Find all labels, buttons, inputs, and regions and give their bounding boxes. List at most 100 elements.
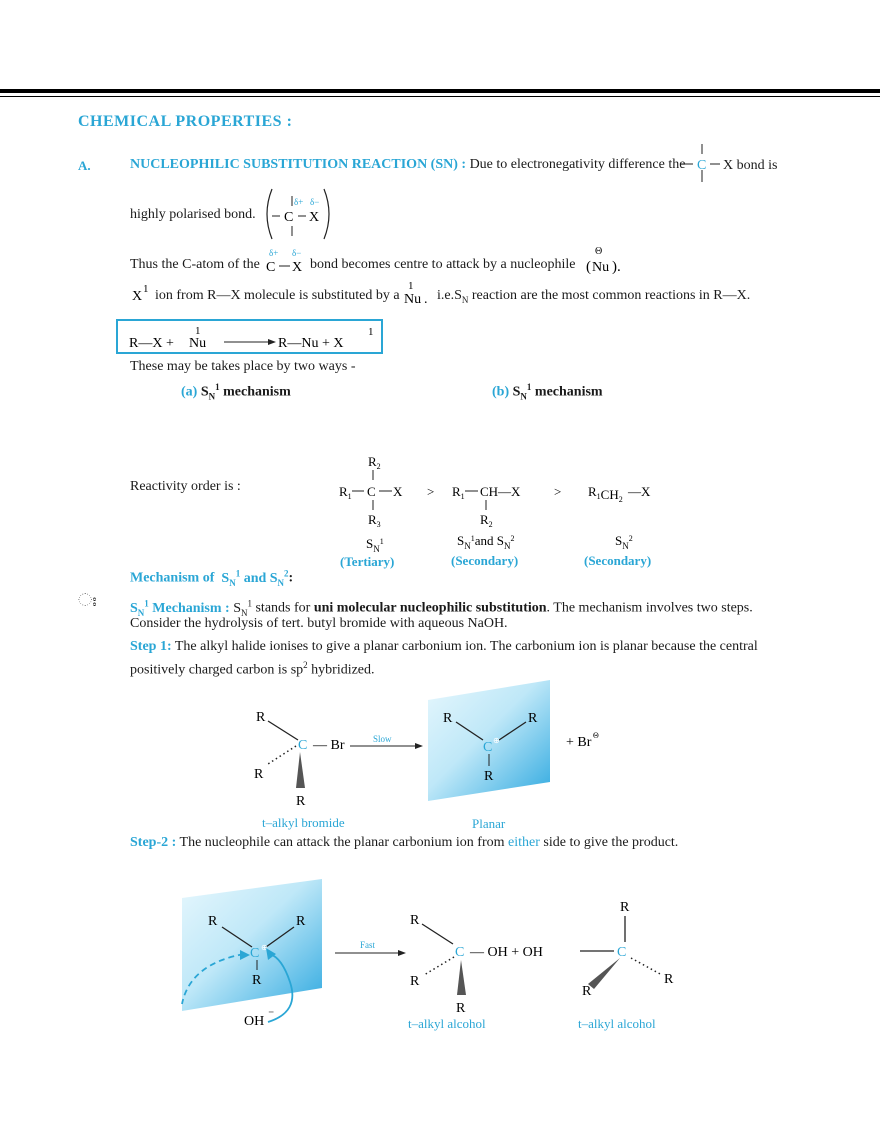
svg-text:R: R — [582, 984, 592, 999]
svg-text:⊕: ⊕ — [261, 943, 268, 952]
svg-text:R: R — [528, 711, 538, 726]
svg-text:Nu: Nu — [189, 336, 206, 350]
svg-text:R: R — [256, 710, 266, 725]
top-rule-thin — [0, 96, 880, 97]
reactivity-order-diagram: R2 R1 C X R3 > R1 CH—X R2 > R1CH2 —X SN1… — [339, 454, 651, 569]
reaction-equation: R—X + 1 Nu R—Nu + X 1 — [129, 325, 374, 350]
svg-text:R: R — [254, 767, 264, 782]
svg-text:X: X — [292, 260, 302, 275]
svg-text:Fast: Fast — [360, 940, 376, 950]
c-atom: C — [697, 158, 706, 173]
svg-text:OH: OH — [244, 1014, 264, 1029]
section-a-text: Due to electronegativity difference the — [469, 157, 686, 172]
svg-text:X: X — [132, 289, 142, 304]
svg-text:R2: R2 — [480, 512, 493, 529]
svg-text:X: X — [309, 210, 319, 225]
svg-text:Slow: Slow — [373, 734, 392, 744]
section-letter: A. — [78, 158, 91, 173]
svg-text:>: > — [554, 484, 561, 499]
svg-text:⊕: ⊕ — [493, 736, 500, 745]
svg-text:R: R — [620, 900, 630, 915]
svg-text:SN1and SN2: SN1and SN2 — [457, 533, 514, 551]
svg-text:R: R — [252, 973, 262, 988]
nucleophilic-attack-diagram: R R C ⊕ R OH ⁻ Fast R C — OH + OH R R t–… — [181, 879, 674, 1031]
svg-text:1: 1 — [143, 283, 149, 295]
svg-text:R: R — [296, 914, 306, 929]
svg-text:1: 1 — [368, 326, 374, 338]
svg-text:δ+: δ+ — [269, 248, 278, 258]
svg-text:(Tertiary): (Tertiary) — [340, 554, 394, 569]
svg-text:R: R — [484, 769, 494, 784]
svg-text:R: R — [296, 794, 306, 809]
svg-text:R1CH2: R1CH2 — [588, 484, 623, 504]
svg-text:R: R — [443, 711, 453, 726]
step1-text: Step 1: The alkyl halide ionises to give… — [130, 639, 758, 654]
polar-cx-glyph: δ+ δ− C X — [266, 248, 302, 275]
svg-text:R: R — [664, 972, 674, 987]
svg-text:Θ: Θ — [595, 246, 602, 257]
nu1-glyph: 1 Nu . — [404, 280, 428, 306]
svg-text:R—X +: R—X + — [129, 336, 174, 350]
svg-text:R—Nu + X: R—Nu + X — [278, 336, 343, 350]
svg-text:.: . — [424, 292, 428, 306]
two-ways-text: These may be takes place by two ways - — [130, 359, 356, 374]
cx-bond-glyph: C X bond is — [680, 144, 777, 182]
top-rule-thick — [0, 89, 880, 93]
nucleophile-glyph: Θ ( Nu ). — [586, 246, 621, 275]
svg-text:Planar: Planar — [472, 816, 506, 831]
sn1-intro: SN1 Mechanism : SN1 stands for uni molec… — [130, 598, 753, 618]
section-a-title: NUCLEOPHILIC SUBSTITUTION REACTION (SN) … — [130, 157, 467, 172]
step2-text: Step-2 : The nucleophile can attack the … — [130, 835, 679, 850]
svg-text:C: C — [617, 945, 626, 960]
svg-text:(Secondary): (Secondary) — [584, 553, 651, 568]
svg-text:1: 1 — [195, 325, 201, 337]
svg-text:δ−: δ− — [292, 248, 301, 258]
svg-text:C: C — [367, 484, 376, 499]
svg-text:δ−: δ− — [310, 197, 319, 207]
svg-text:C: C — [298, 738, 307, 753]
svg-text:Nu: Nu — [404, 292, 421, 306]
mechanism-a: (a) SN1 mechanism — [181, 382, 291, 402]
svg-text:>: > — [427, 484, 434, 499]
svg-text:⁻: ⁻ — [268, 1007, 274, 1021]
svg-text:(Secondary): (Secondary) — [451, 553, 518, 568]
svg-text:(: ( — [586, 259, 591, 275]
ionisation-diagram: R R C — Br R t–alkyl bromide Slow R R C … — [254, 680, 599, 831]
svg-text:C: C — [455, 945, 464, 960]
svg-text:R1: R1 — [339, 484, 352, 501]
x-bond-text: X bond is — [723, 158, 777, 173]
svg-text:C: C — [266, 260, 275, 275]
polarised-bond-bracket: C X δ+ δ− — [266, 188, 330, 240]
mechanism-b: (b) SN1 mechanism — [492, 382, 603, 402]
svg-text:R2: R2 — [368, 454, 381, 471]
svg-text:C: C — [284, 210, 293, 225]
svg-text:CH—X: CH—X — [480, 484, 521, 499]
sn1-intro-line2: Consider the hydrolysis of tert. butyl b… — [130, 616, 508, 631]
svg-text:R: R — [410, 974, 420, 989]
section-heading: CHEMICAL PROPERTIES : — [78, 113, 293, 130]
svg-text:— Br: — Br — [312, 738, 345, 753]
section-a-line4-end: i.e.SN reaction are the most common reac… — [437, 288, 751, 305]
svg-text:t–alkyl alcohol: t–alkyl alcohol — [408, 1016, 486, 1031]
svg-text:Nu: Nu — [592, 260, 609, 275]
svg-text:+ Br: + Br — [566, 735, 592, 750]
section-a-line2: highly polarised bond. — [130, 207, 256, 222]
svg-text:C: C — [250, 946, 259, 961]
bullet-icon: ಃ — [78, 590, 97, 610]
reactivity-label: Reactivity order is : — [130, 479, 241, 494]
x1-glyph: X 1 — [132, 283, 149, 304]
mechanism-heading: Mechanism of SN1 and SN2: — [130, 568, 294, 588]
svg-text:R: R — [208, 914, 218, 929]
svg-text:SN1: SN1 — [366, 536, 384, 554]
section-a-line4-mid: ion from R—X molecule is substituted by … — [155, 288, 400, 303]
svg-text:t–alkyl bromide: t–alkyl bromide — [262, 815, 345, 830]
section-a-line3-mid: bond becomes centre to attack by a nucle… — [310, 257, 576, 272]
svg-text:).: ). — [612, 259, 621, 275]
svg-text:1: 1 — [408, 280, 414, 292]
svg-text:C: C — [483, 740, 492, 755]
step1-text-line2: positively charged carbon is sp2 hybridi… — [130, 660, 375, 678]
svg-text:— OH + OH: — OH + OH — [469, 945, 543, 960]
svg-text:R1: R1 — [452, 484, 465, 501]
svg-text:R: R — [456, 1001, 466, 1016]
svg-text:—X: —X — [627, 484, 651, 499]
